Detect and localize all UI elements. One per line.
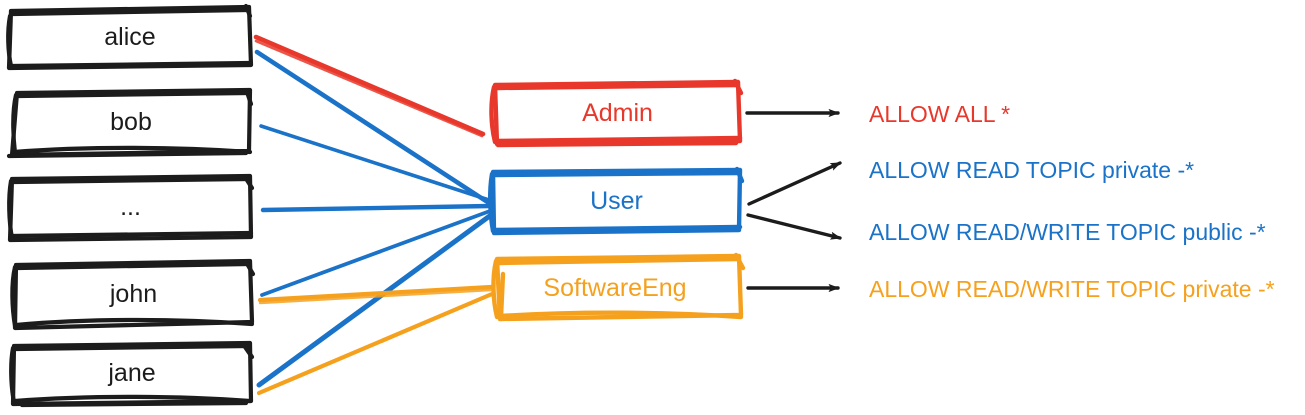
permission-label-readwrite-private: ALLOW READ/WRITE TOPIC private -*	[869, 276, 1275, 302]
link-jane-softwareeng	[256, 291, 495, 396]
user-box-john[interactable]	[10, 258, 256, 331]
user-box-ellipsis[interactable]	[7, 173, 255, 243]
permission-label-allow-all: ALLOW ALL *	[869, 101, 1011, 127]
role-box-admin[interactable]	[489, 78, 744, 148]
arrow-user-to-readwrite-public	[746, 213, 842, 240]
link-alice-user	[254, 49, 492, 206]
user-box-alice[interactable]	[6, 3, 254, 71]
role-box-softwareeng[interactable]	[491, 252, 746, 322]
arrow-user-to-read-private	[747, 161, 842, 206]
link-alice-admin	[253, 34, 486, 138]
link-john-user	[260, 209, 492, 297]
link-bob-user	[259, 124, 491, 202]
link-jane-user	[256, 212, 494, 388]
permission-label-readwrite-public: ALLOW READ/WRITE TOPIC public -*	[869, 219, 1266, 245]
user-box-bob[interactable]	[6, 87, 254, 159]
user-box-jane[interactable]	[9, 340, 255, 408]
role-box-user[interactable]	[488, 166, 745, 236]
link-ellipsis-user	[260, 203, 493, 213]
link-john-softwareeng	[257, 284, 494, 305]
permission-label-read-private: ALLOW READ TOPIC private -*	[869, 157, 1195, 183]
